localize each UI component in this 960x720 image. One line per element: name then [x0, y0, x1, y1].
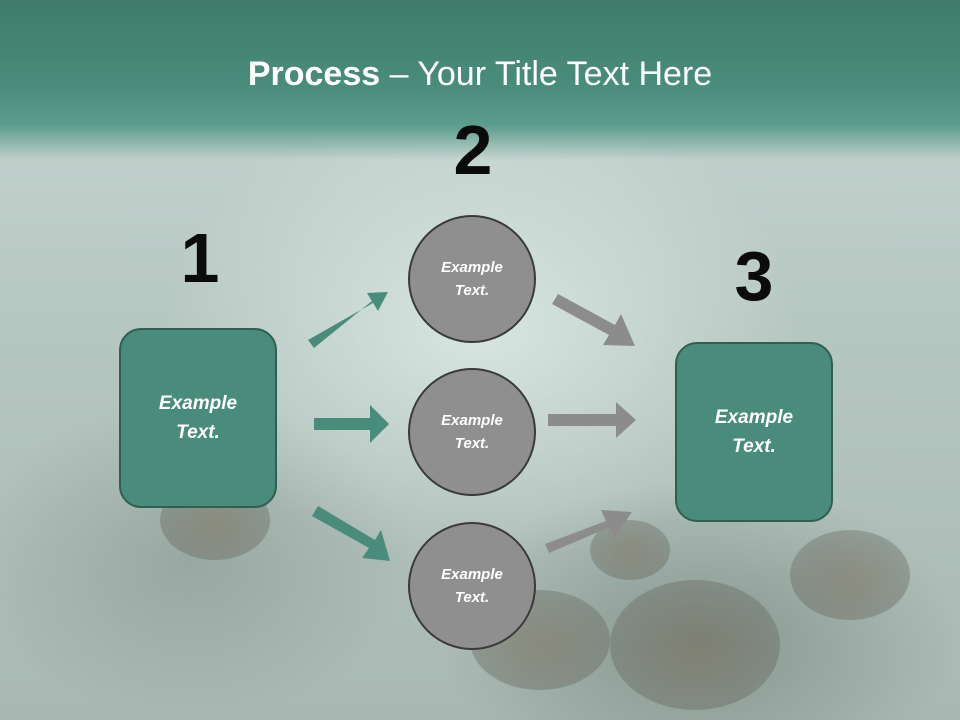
- arrow-up-right-gray: [545, 510, 632, 553]
- title-rest: – Your Title Text Here: [380, 55, 713, 93]
- step-number-1: 1: [180, 219, 220, 297]
- circle-top[interactable]: Example Text.: [408, 215, 536, 343]
- slide-title: Process – Your Title Text Here: [0, 52, 960, 96]
- teal-arrows: [308, 292, 390, 561]
- circle-middle-text: Example Text.: [441, 412, 503, 452]
- arrow-down-right-gray: [552, 294, 635, 346]
- step-number-3: 3: [734, 237, 774, 315]
- left-box[interactable]: Example Text.: [119, 328, 277, 508]
- circle-middle[interactable]: Example Text.: [408, 368, 536, 496]
- arrow-up-right-teal: [308, 292, 388, 348]
- circle-bottom[interactable]: Example Text.: [408, 522, 536, 650]
- right-box[interactable]: Example Text.: [675, 342, 833, 522]
- circle-bottom-text: Example Text.: [441, 566, 503, 606]
- arrow-down-right-teal: [312, 506, 390, 561]
- header-band: [0, 0, 960, 160]
- pumpkin-mid-right: [590, 520, 670, 580]
- step-number-2: 2: [453, 111, 493, 189]
- arrow-right-teal: [314, 405, 389, 443]
- title-bold: Process: [247, 55, 381, 93]
- pumpkin-far-right: [790, 530, 910, 620]
- right-box-text: Example Text.: [714, 407, 794, 457]
- arrow-right-gray: [548, 402, 636, 438]
- pumpkin-right: [610, 580, 780, 710]
- gray-arrows: [545, 294, 636, 553]
- circle-top-text: Example Text.: [441, 259, 503, 299]
- left-box-text: Example Text.: [158, 393, 238, 443]
